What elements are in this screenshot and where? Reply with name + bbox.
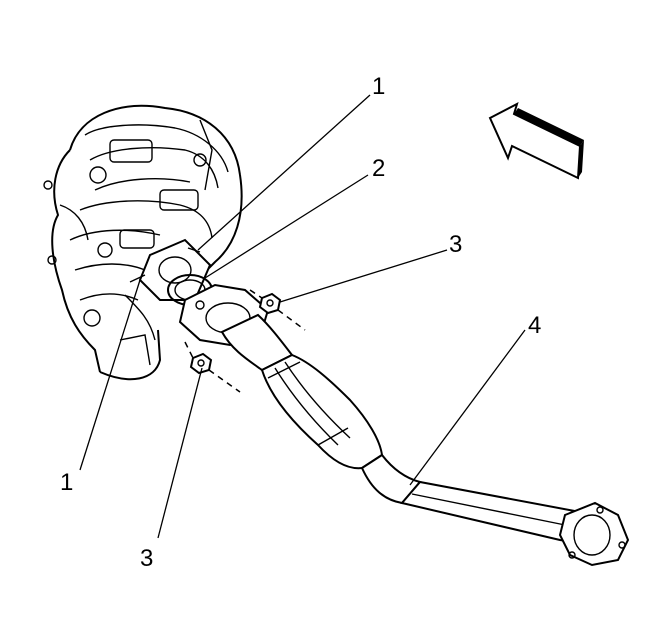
callout-1-top: 1	[372, 73, 385, 100]
leader-lines	[79, 94, 526, 539]
callout-3-bottom: 3	[140, 545, 153, 572]
direction-arrow-icon	[488, 102, 584, 180]
callout-1-bottom: 1	[60, 469, 73, 496]
manifold-flange	[129, 238, 212, 301]
callout-3-right: 3	[449, 231, 462, 258]
alignment-dashes	[184, 289, 306, 393]
nut-upper	[258, 292, 282, 315]
engine-block	[43, 104, 243, 381]
callout-4: 4	[528, 312, 541, 339]
callout-2: 2	[372, 155, 385, 182]
catalytic-converter-pipe	[220, 313, 630, 567]
